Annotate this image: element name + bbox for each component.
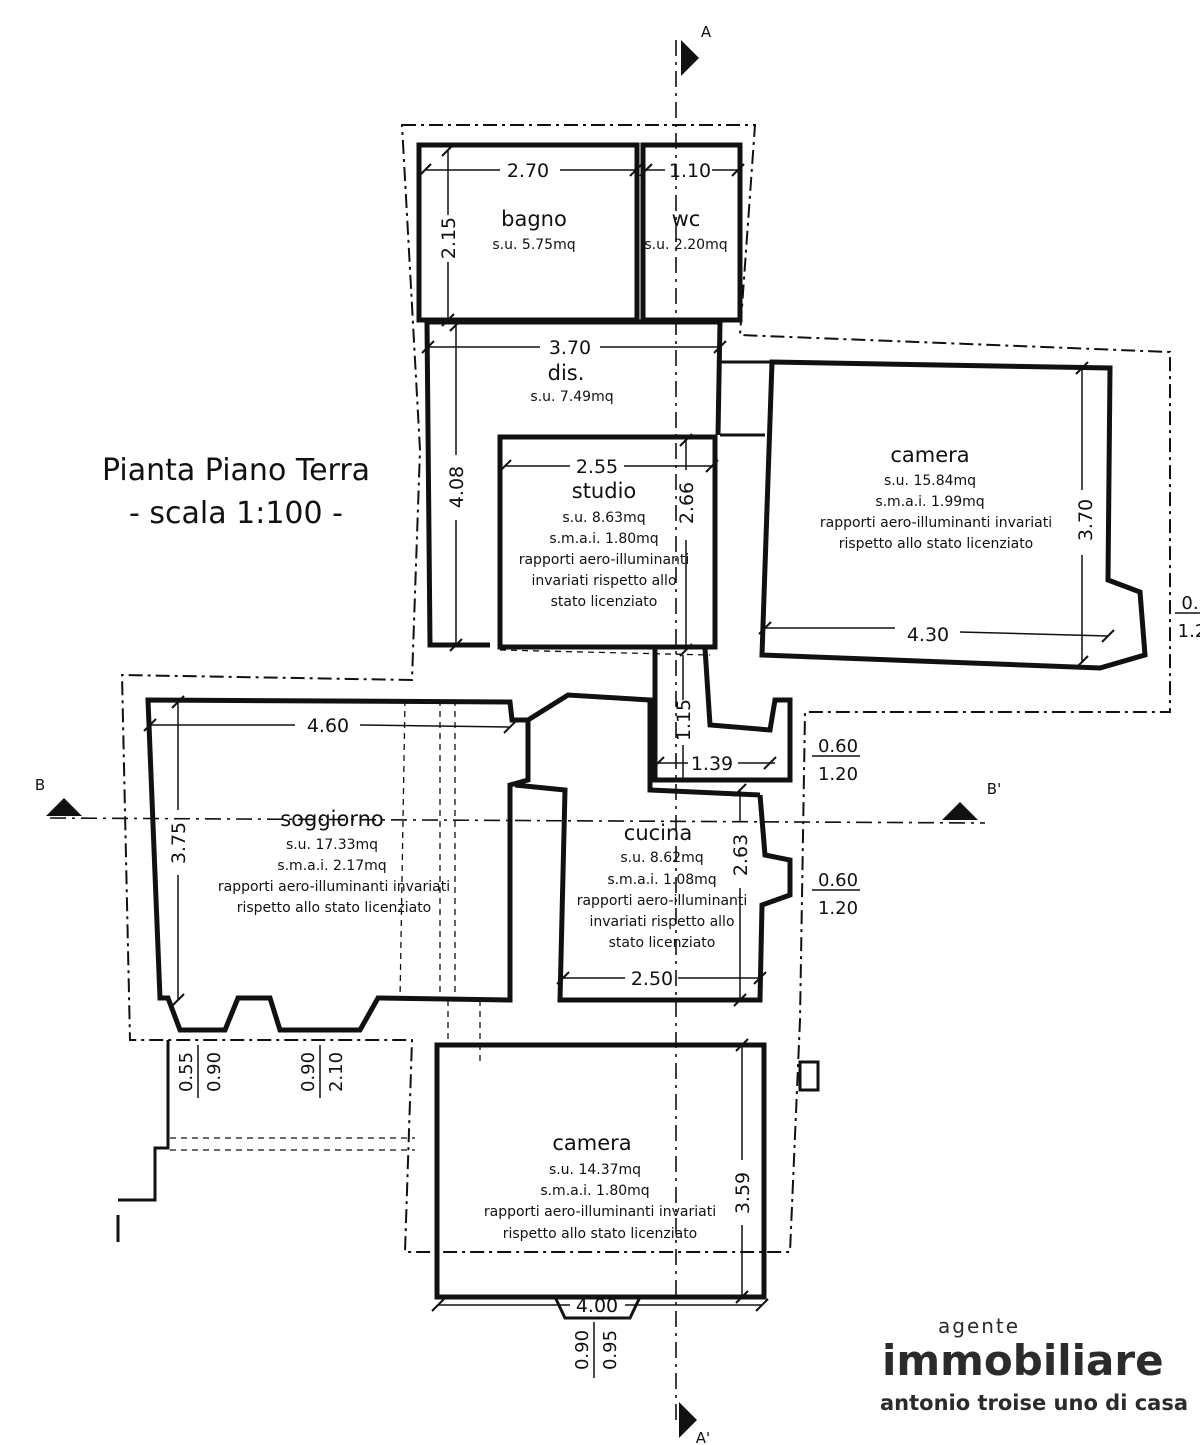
room-soggiorno-note1: rapporti aero-illuminanti invariati: [218, 879, 450, 895]
room-camera-bottom-note2: rispetto allo stato licenziato: [503, 1226, 698, 1242]
section-axis-b: [49, 817, 986, 824]
plan-title-line2: - scala 1:100 -: [129, 496, 343, 531]
room-dis-area: s.u. 7.49mq: [530, 389, 613, 405]
dim-dis-height: 4.08: [446, 466, 468, 508]
room-wc-area: s.u. 2.20mq: [644, 237, 727, 253]
room-camera-bottom-name: camera: [552, 1131, 631, 1155]
room-cucina-name: cucina: [624, 821, 692, 845]
window-camera-bottom-a: 0.90: [572, 1330, 593, 1370]
dim-studio-height: 2.66: [676, 482, 698, 524]
logo-tagline: antonio troise uno di casa: [880, 1391, 1188, 1415]
room-studio-smai: s.m.a.i. 1.80mq: [549, 531, 658, 547]
dim-cucina-width: 2.50: [631, 968, 673, 990]
svg-text:A': A': [696, 1429, 710, 1445]
room-camera-right: camera s.u. 15.84mq s.m.a.i. 1.99mq rapp…: [820, 443, 1052, 552]
room-camera-right-area: s.u. 15.84mq: [884, 473, 976, 489]
door-soggiorno-b: 2.10: [326, 1052, 347, 1092]
window-passage-b: 1.20: [818, 764, 858, 785]
room-soggiorno-area: s.u. 17.33mq: [286, 837, 378, 853]
room-cucina-note3: stato licenziato: [609, 935, 716, 951]
room-cucina: cucina s.u. 8.62mq s.m.a.i. 1.08mq rappo…: [577, 821, 748, 951]
room-camera-bottom-note1: rapporti aero-illuminanti invariati: [484, 1204, 716, 1220]
room-camera-right-name: camera: [890, 443, 969, 467]
room-camera-bottom: camera s.u. 14.37mq s.m.a.i. 1.80mq rapp…: [484, 1131, 716, 1242]
svg-text:B': B': [987, 780, 1001, 798]
dim-studio-width: 2.55: [576, 456, 618, 478]
section-marker-b-right: B': [942, 780, 1001, 820]
window-cucina-a: 0.60: [818, 870, 858, 891]
window-soggiorno-left-b: 0.90: [204, 1052, 225, 1092]
section-marker-a-top: A: [681, 23, 712, 76]
room-soggiorno: soggiorno s.u. 17.33mq s.m.a.i. 2.17mq r…: [218, 807, 450, 916]
svg-text:B: B: [35, 776, 45, 794]
dim-bagno-width: 2.70: [507, 160, 549, 182]
room-studio-note2: invariati rispetto allo: [531, 573, 676, 589]
dim-wc-width: 1.10: [669, 160, 711, 182]
dim-dis-width: 3.70: [549, 337, 591, 359]
walls: [116, 142, 1148, 1320]
dim-camera-bottom-height: 3.59: [732, 1172, 754, 1214]
room-studio-name: studio: [572, 479, 637, 503]
dim-bagno-height: 2.15: [438, 217, 460, 259]
room-studio-area: s.u. 8.63mq: [562, 510, 645, 526]
window-camera-bottom-b: 0.95: [600, 1330, 621, 1370]
window-labels: 0. 1.2 0.60 1.20 0.60 1.20 0.55 0.90 0.9…: [176, 593, 1200, 1378]
room-camera-bottom-area: s.u. 14.37mq: [549, 1162, 641, 1178]
window-soggiorno-left-a: 0.55: [176, 1052, 197, 1092]
room-camera-right-note1: rapporti aero-illuminanti invariati: [820, 515, 1052, 531]
room-bagno: bagno s.u. 5.75mq: [492, 207, 575, 253]
window-camera-right-a: 0.: [1181, 593, 1198, 614]
dim-soggiorno-height: 3.75: [168, 822, 190, 864]
svg-text:A: A: [701, 23, 712, 41]
room-camera-bottom-smai: s.m.a.i. 1.80mq: [540, 1183, 649, 1199]
section-marker-a-bottom: A': [679, 1402, 710, 1445]
room-dis-name: dis.: [548, 361, 585, 385]
plan-title-line1: Pianta Piano Terra: [102, 453, 370, 488]
dim-camera-bottom-width: 4.00: [576, 1295, 618, 1317]
room-camera-right-smai: s.m.a.i. 1.99mq: [875, 494, 984, 510]
window-cucina-b: 1.20: [818, 898, 858, 919]
room-camera-right-note2: rispetto allo stato licenziato: [839, 536, 1034, 552]
dim-passage-height: 1.15: [673, 699, 695, 741]
logo-word-main: immobiliare: [882, 1336, 1164, 1385]
plot-boundary: [120, 124, 1171, 1253]
room-studio-note1: rapporti aero-illuminanti: [519, 552, 690, 568]
plan-title: Pianta Piano Terra - scala 1:100 -: [102, 453, 370, 531]
window-passage-a: 0.60: [818, 736, 858, 757]
room-wc: wc s.u. 2.20mq: [644, 207, 727, 253]
logo-word-top: agente: [938, 1314, 1020, 1338]
room-soggiorno-name: soggiorno: [280, 807, 384, 831]
dim-camera-right-height: 3.70: [1075, 499, 1097, 541]
room-studio: studio s.u. 8.63mq s.m.a.i. 1.80mq rappo…: [519, 479, 690, 610]
room-cucina-note1: rapporti aero-illuminanti: [577, 893, 748, 909]
room-bagno-area: s.u. 5.75mq: [492, 237, 575, 253]
section-marker-b-left: B: [35, 776, 82, 816]
room-cucina-smai: s.m.a.i. 1.08mq: [607, 872, 716, 888]
room-dis: dis. s.u. 7.49mq: [530, 361, 613, 405]
hidden-lines: [399, 649, 711, 1065]
room-soggiorno-note2: rispetto allo stato licenziato: [237, 900, 432, 916]
dim-passage-width: 1.39: [691, 753, 733, 775]
door-soggiorno-a: 0.90: [298, 1052, 319, 1092]
window-camera-right-b: 1.2: [1178, 621, 1200, 642]
room-studio-note3: stato licenziato: [551, 594, 658, 610]
room-cucina-area: s.u. 8.62mq: [620, 850, 703, 866]
room-soggiorno-smai: s.m.a.i. 2.17mq: [277, 858, 386, 874]
room-bagno-name: bagno: [501, 207, 567, 231]
room-wc-name: wc: [672, 207, 701, 231]
agency-logo: agente immobiliare antonio troise uno di…: [880, 1314, 1188, 1415]
room-cucina-note2: invariati rispetto allo: [589, 914, 734, 930]
dimension-lines: 2.70 1.10 2.15 3.70 4.08 2.55 2.66 4.30 …: [143, 143, 1115, 1317]
dim-camera-right-width: 4.30: [907, 624, 949, 646]
dim-soggiorno-width: 4.60: [307, 715, 349, 737]
dim-cucina-height: 2.63: [730, 834, 752, 876]
